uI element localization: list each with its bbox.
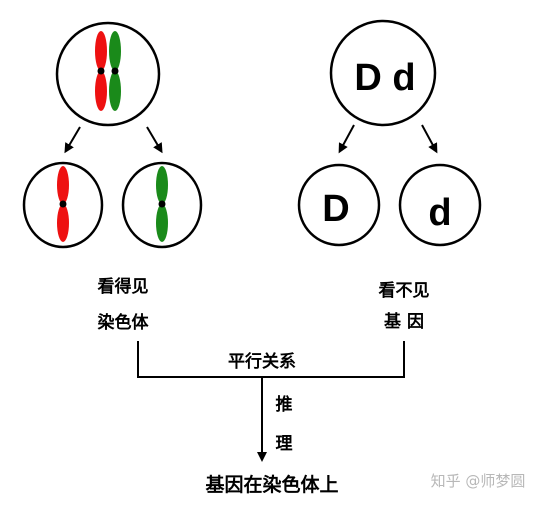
arrow-right-to-D-cell (338, 124, 355, 154)
left-label-line1: 看得见 (97, 276, 149, 297)
inference-label-1: 推 (276, 394, 293, 415)
daughter-cell-d: d (398, 163, 482, 247)
green-chromosome-arm (109, 71, 121, 111)
red-chromosome-arm (57, 166, 69, 204)
green-chromosome-arm (109, 31, 121, 71)
inference-label-2: 理 (276, 434, 293, 454)
relation-label: 平行关系 (228, 351, 296, 372)
conclusion-text: 基因在染色体上 (204, 473, 338, 496)
left-label-line2: 染色体 (98, 312, 150, 333)
arrow-left-to-red-cell (64, 126, 81, 154)
relation-bracket (137, 341, 405, 378)
right-label-line1: 看不见 (378, 280, 430, 301)
parent-cell-chromosomes (55, 21, 161, 127)
green-chromosome-pair (109, 31, 121, 111)
daughter-cell-red (22, 161, 104, 249)
red-chromosome-pair (95, 31, 107, 111)
right-label-line2: 基 因 (383, 311, 424, 332)
red-chromosome-arm (95, 71, 107, 111)
gene-d-text: d (428, 192, 451, 234)
arrow-left-to-green-cell (146, 126, 163, 154)
parent-cell-genes: D d (329, 19, 437, 127)
watermark-text: 知乎 @师梦圆 (431, 472, 526, 490)
arrow-right-to-d-cell (421, 124, 438, 154)
red-chromosome-arm (95, 31, 107, 71)
daughter-cell-D: D (297, 163, 381, 247)
green-chromosome-arm (156, 166, 168, 204)
red-chromosome-arm (57, 204, 69, 242)
green-chromosome-arm (156, 204, 168, 242)
parent-gene-text: D d (354, 57, 415, 99)
daughter-cell-green (121, 161, 203, 249)
gene-D-text: D (322, 188, 349, 230)
